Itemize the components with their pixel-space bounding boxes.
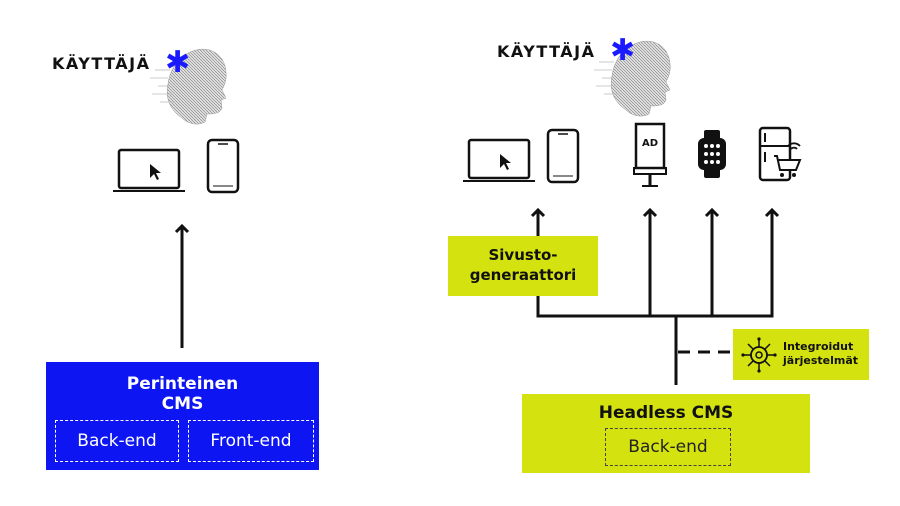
phone-icon-left [206, 138, 240, 194]
site-generator-line1: Sivusto- [488, 246, 558, 264]
headless-cms-title: Headless CMS [598, 403, 734, 423]
traditional-cms-title-line2: CMS [161, 394, 204, 414]
circuit-icon [741, 337, 777, 373]
phone-icon-right [546, 128, 580, 184]
integrated-line1: Integroidut [783, 340, 854, 353]
asterisk-icon-right: ✱ [610, 33, 636, 68]
backend-right: Back-end [605, 428, 731, 466]
smart-fridge-icon [758, 126, 802, 182]
smartwatch-icon [698, 130, 726, 178]
integrated-systems-label: Integroidut järjestelmät [783, 340, 858, 368]
arrows-right [530, 207, 780, 385]
backend-left: Back-end [55, 420, 179, 462]
frontend-left: Front-end [188, 420, 314, 462]
traditional-cms-title-line1: Perinteinen [126, 374, 239, 394]
site-generator-line2: generaattori [469, 266, 577, 284]
billboard-ad-text: AD [641, 138, 659, 149]
asterisk-icon-left: ✱ [165, 45, 191, 80]
laptop-icon-left [113, 148, 185, 192]
laptop-icon-right [463, 138, 535, 182]
traditional-cms-title: Perinteinen CMS [46, 374, 319, 414]
site-generator-title: Sivusto- generaattori [448, 245, 598, 285]
head-icon-left [150, 48, 227, 125]
site-generator-box: Sivusto- generaattori [448, 236, 598, 296]
headless-cms-box: Headless CMS Back-end [522, 394, 810, 473]
integrated-line2: järjestelmät [783, 354, 859, 367]
head-icon-right [594, 40, 671, 117]
user-label-left: KÄYTTÄJÄ [52, 54, 151, 73]
traditional-cms-box: Perinteinen CMS Back-end Front-end [46, 362, 319, 470]
user-label-right: KÄYTTÄJÄ [497, 42, 596, 61]
integrated-systems-box: Integroidut järjestelmät [733, 329, 869, 380]
billboard-icon [633, 122, 667, 187]
